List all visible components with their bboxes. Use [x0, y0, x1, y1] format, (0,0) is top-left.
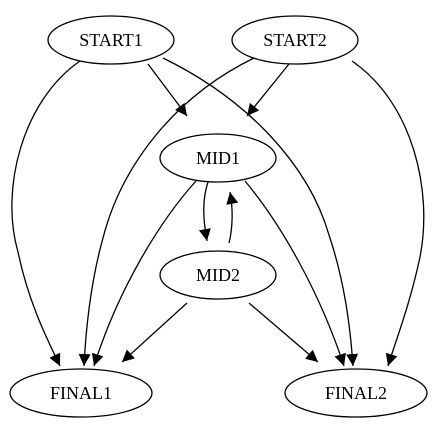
- edge-start2-to-mid1: [246, 63, 290, 117]
- node-start1: START1: [47, 15, 175, 65]
- node-start1-label: START1: [79, 30, 142, 50]
- node-mid1-label: MID1: [196, 148, 240, 168]
- node-final2-label: FINAL2: [325, 383, 387, 403]
- node-mid2: MID2: [159, 250, 277, 300]
- edge-mid1-to-final1: [91, 180, 197, 367]
- edge-mid2-to-final2: [248, 302, 319, 363]
- node-final1: FINAL1: [9, 368, 153, 418]
- node-start2-label: START2: [263, 30, 326, 50]
- edge-start1-to-final1: [11, 60, 81, 367]
- node-start2: START2: [231, 15, 359, 65]
- node-mid1: MID1: [159, 133, 277, 183]
- edge-start1-to-final2: [162, 57, 359, 367]
- edge-mid2-to-mid1: [226, 191, 239, 244]
- edge-start2-to-final2: [351, 60, 425, 367]
- node-final2-shape: [284, 368, 428, 418]
- node-final1-shape: [9, 368, 153, 418]
- nodes-layer: START1 START2 MID1 MID2 FINAL1 FINAL2: [9, 15, 428, 418]
- node-final2: FINAL2: [284, 368, 428, 418]
- edge-start1-to-mid1: [147, 63, 188, 117]
- node-start2-shape: [231, 15, 359, 65]
- edge-mid2-to-final1: [121, 302, 188, 363]
- node-mid2-label: MID2: [196, 265, 240, 285]
- node-final1-label: FINAL1: [50, 383, 112, 403]
- edge-mid1-to-final2: [244, 180, 346, 367]
- node-start1-shape: [47, 15, 175, 65]
- edge-start2-to-final1: [78, 57, 255, 367]
- node-mid1-shape: [159, 133, 277, 183]
- edge-mid1-to-mid2: [198, 181, 211, 242]
- edges-layer: [11, 57, 425, 367]
- node-mid2-shape: [159, 250, 277, 300]
